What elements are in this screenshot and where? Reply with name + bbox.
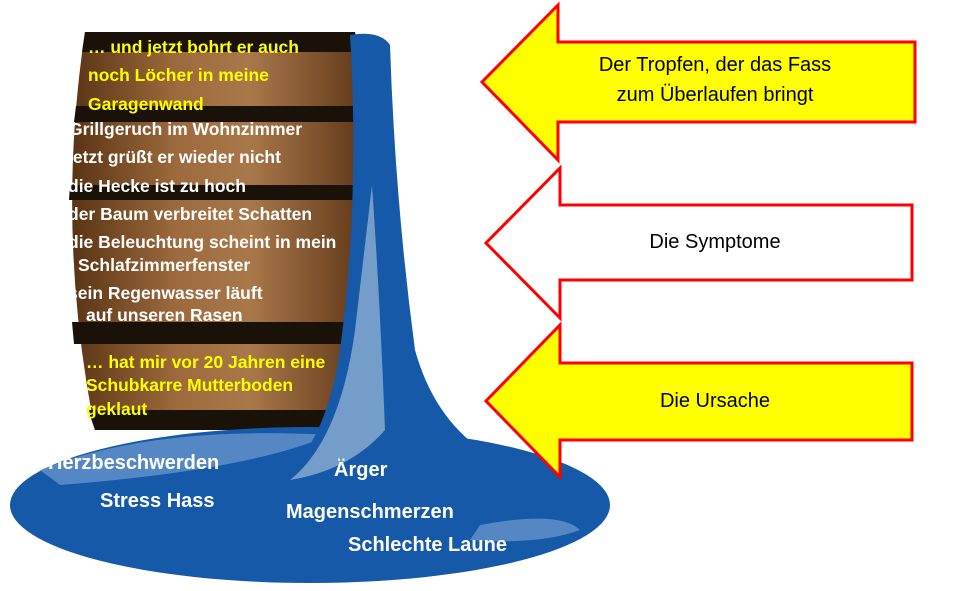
symptom-text: Grillgeruch im Wohnzimmer — [69, 119, 303, 139]
symptom-text: die Beleuchtung scheint in mein — [68, 232, 337, 252]
trigger-text: Garagenwand — [88, 94, 204, 114]
barrel-hoop — [74, 106, 370, 122]
arrow-trigger — [479, 1, 917, 164]
puddle-word: Schlechte Laune — [348, 534, 507, 556]
trigger-text: … und jetzt bohrt er auch — [88, 37, 299, 57]
arrow-cause — [483, 321, 914, 481]
cause-text: Schubkarre Mutterboden — [86, 375, 294, 395]
arrow-symptoms-label: Die Symptome — [545, 227, 885, 257]
arrow-trigger-label: Der Tropfen, der das Fass zum Überlaufen… — [545, 50, 885, 110]
symptom-text: jetzt grüßt er wieder nicht — [68, 147, 281, 167]
arrows — [479, 1, 917, 481]
puddle-word: Herzbeschwerden — [48, 452, 220, 474]
stream-highlight — [290, 185, 385, 480]
arrow-label-line: Die Ursache — [659, 390, 771, 412]
symptom-text: der Baum verbreitet Schatten — [68, 204, 313, 224]
puddle-highlight — [40, 433, 330, 485]
cause-text: … hat mir vor 20 Jahren eine — [86, 352, 326, 372]
barrel-hoop — [69, 185, 375, 200]
trigger-text: noch Löcher in meine — [88, 65, 269, 85]
barrel — [69, 32, 375, 430]
cause-text: geklaut — [86, 399, 148, 419]
puddle-word: Magenschmerzen — [286, 501, 454, 523]
symptom-text: Schlafzimmerfenster — [78, 255, 251, 275]
barrel-hoop — [72, 322, 372, 344]
barrel-hoop — [88, 410, 352, 430]
symptom-text: auf unseren Rasen — [86, 305, 243, 325]
arrow-label-line: Die Symptome — [649, 231, 781, 253]
symptom-text: sein Regenwasser läuft — [68, 283, 263, 303]
arrow-cause-label: Die Ursache — [545, 386, 885, 416]
arrow-label-line: zum Überlaufen bringt — [616, 84, 814, 106]
puddle-word: Ärger — [334, 459, 388, 481]
puddle-word: Stress Hass — [100, 490, 215, 512]
symptom-text: die Hecke ist zu hoch — [68, 176, 246, 196]
barrel-hoop — [82, 32, 358, 52]
puddle-highlight — [470, 518, 580, 542]
arrow-symptoms — [483, 164, 914, 322]
water — [10, 33, 610, 583]
arrow-label-line: Der Tropfen, der das Fass — [598, 54, 832, 76]
